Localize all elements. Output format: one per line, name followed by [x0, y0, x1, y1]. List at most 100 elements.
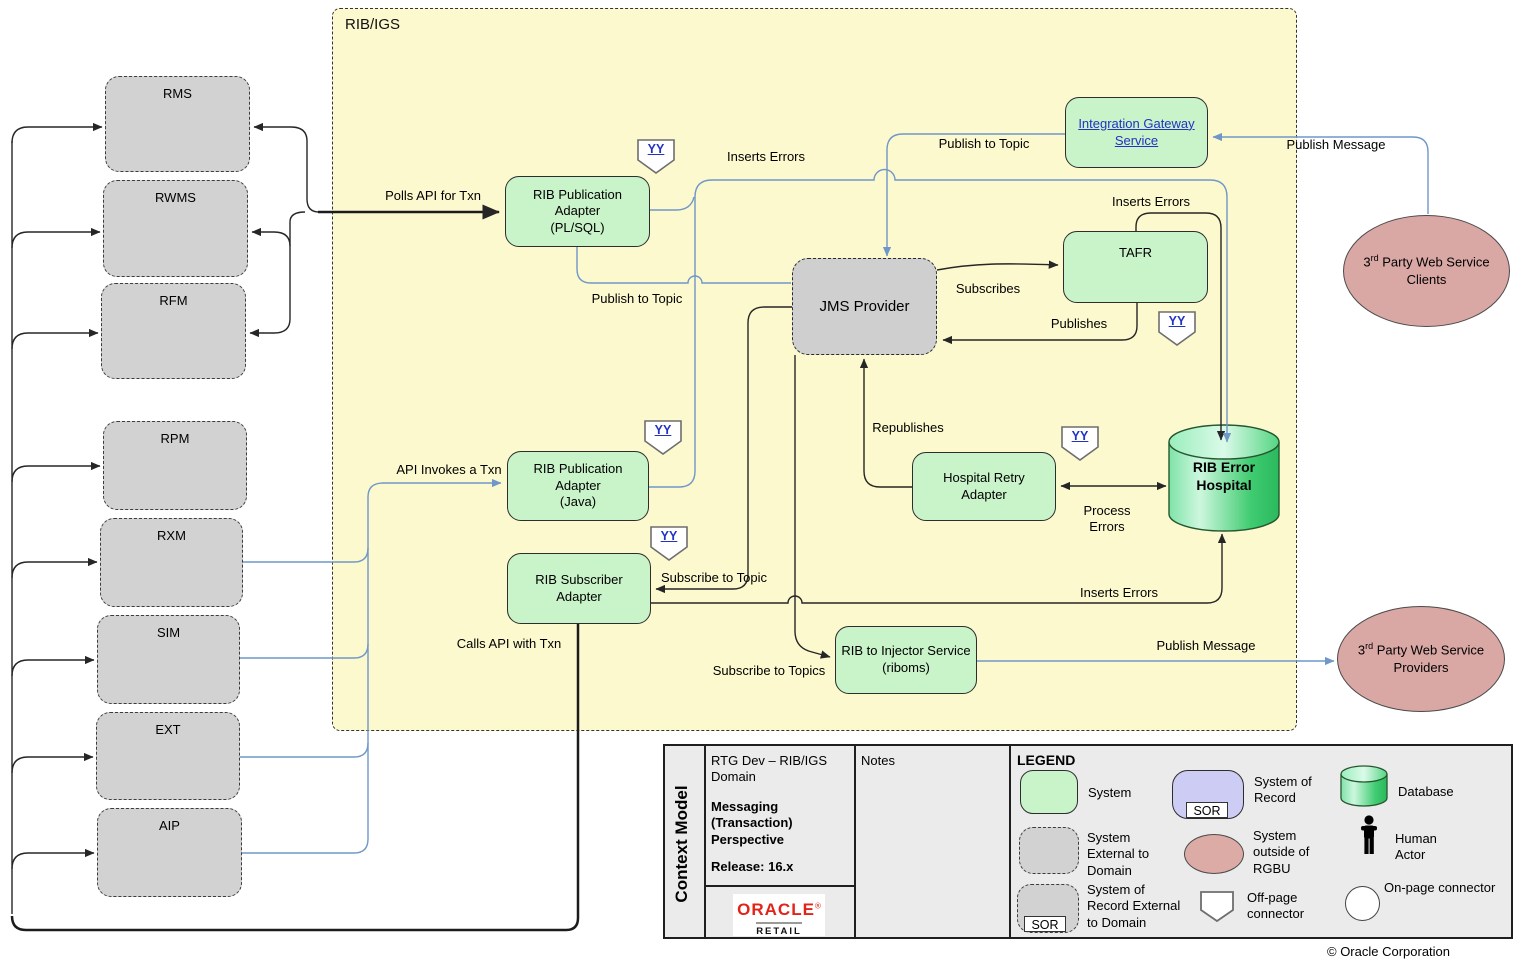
external-system-rms: RMS	[105, 76, 250, 172]
edge-label-publish-message-top: Publish Message	[1286, 137, 1386, 152]
panel-perspective: Messaging (Transaction) Perspective	[711, 799, 793, 847]
legend-human-actor-icon	[1361, 815, 1377, 854]
offpage-connector-tafr: YY	[1158, 311, 1196, 347]
edge-publishes	[942, 303, 1138, 345]
legend-onpage-connector-icon	[1345, 886, 1380, 921]
ellipse-line2: Providers	[1393, 659, 1449, 675]
legend-onpage-connector-label: On-page connector	[1384, 880, 1496, 895]
node-rib-publication-adapter-java: RIB Publication Adapter (Java)	[507, 451, 649, 521]
node-rib-to-injector-service: RIB to Injector Service (riboms)	[835, 626, 977, 694]
edge-label-subscribe-to-topic: Subscribe to Topic	[661, 570, 767, 585]
external-system-label: EXT	[155, 722, 181, 737]
legend-rgbu-label: System outside of RGBU	[1253, 828, 1310, 876]
external-system-label: RMS	[163, 86, 192, 101]
edge-label-api-invokes: API Invokes a Txn	[396, 462, 502, 477]
edge-branch-rfm	[11, 328, 99, 350]
edge-label-inserts-errors-hospital: Inserts Errors	[1079, 585, 1159, 600]
integration-gateway-service-link[interactable]: Integration Gateway Service	[1078, 115, 1195, 148]
edge-republishes	[859, 358, 912, 488]
edge-igs-publish-topic	[882, 133, 1065, 257]
table-divider	[854, 746, 856, 937]
edge-ext-out	[240, 742, 369, 758]
legend-system-label: System	[1088, 785, 1132, 800]
edge-poll-rfm	[249, 318, 291, 338]
legend-database-shape	[1340, 765, 1388, 807]
oracle-retail-logo: ORACLE® RETAIL	[733, 894, 825, 937]
region-title: RIB/IGS	[345, 16, 401, 33]
context-model-title: Context Model	[672, 785, 691, 903]
edge-label-calls-api: Calls API with Txn	[456, 636, 562, 651]
node-tafr: TAFR	[1063, 231, 1208, 303]
edge-subscribes	[936, 260, 1059, 271]
legend-offpage-connector-icon	[1200, 891, 1234, 923]
legend-external-label: System External to Domain	[1087, 830, 1150, 878]
external-system-label: RWMS	[155, 190, 196, 205]
offpage-connector-label[interactable]: YY	[660, 529, 678, 543]
edge-label-republishes: Republishes	[872, 420, 944, 435]
edge-sim-out	[240, 643, 369, 659]
edge-label-polls-api: Polls API for Txn	[385, 188, 481, 203]
external-system-label: RFM	[159, 293, 188, 308]
edge-label-publish-to-topic: Publish to Topic	[591, 291, 683, 306]
offpage-connector-hra: YY	[1061, 426, 1099, 462]
edge-poll-lower-merge	[289, 211, 306, 223]
sor-tag: SOR	[1024, 916, 1066, 932]
external-system-rpm: RPM	[103, 421, 247, 510]
external-system-rfm: RFM	[101, 283, 246, 379]
offpage-connector-label[interactable]: YY	[654, 423, 672, 437]
legend-external-shape	[1019, 827, 1079, 874]
external-system-aip: AIP	[97, 808, 242, 897]
node-hospital-retry-adapter: Hospital Retry Adapter	[912, 452, 1056, 521]
legend-table: Context Model RTG Dev – RIB/IGS Domain M…	[663, 744, 1513, 939]
external-system-label: SIM	[156, 625, 181, 640]
edge-label-publish-message-bottom: Publish Message	[1156, 638, 1256, 653]
table-divider	[704, 746, 706, 937]
legend-system-shape	[1020, 770, 1078, 814]
panel-domain: RTG Dev – RIB/IGS Domain	[711, 753, 828, 785]
ellipse-line2: Clients	[1406, 271, 1447, 287]
edge-label-subscribe-to-topics: Subscribe to Topics	[712, 663, 826, 678]
node-integration-gateway-service[interactable]: Integration Gateway Service	[1065, 97, 1208, 168]
edge-plsql-publish-topic	[576, 247, 791, 284]
table-divider	[1009, 746, 1011, 937]
edge-subscribe-to-topic	[655, 306, 793, 594]
node-third-party-ws-providers: 3rd Party Web Service Providers	[1337, 606, 1505, 712]
offpage-connector-label[interactable]: YY	[647, 142, 665, 156]
edge-label-publishes: Publishes	[1050, 316, 1108, 331]
external-system-ext: EXT	[96, 712, 240, 800]
ellipse-line1: 3rd Party Web Service	[1363, 253, 1490, 270]
offpage-connector-subscriber: YY	[650, 526, 688, 562]
external-system-rxm: RXM	[100, 518, 243, 607]
offpage-connector-java: YY	[644, 420, 682, 456]
external-system-label: RXM	[157, 528, 186, 543]
edge-branch-rxm	[11, 557, 98, 579]
legend-sor-external-shape: SOR	[1017, 884, 1079, 933]
edge-label-publish-to-topic-igs: Publish to Topic	[938, 136, 1030, 151]
external-system-sim: SIM	[97, 615, 240, 704]
external-system-rwms: RWMS	[103, 180, 248, 277]
legend-sor-label: System of Record	[1254, 774, 1312, 806]
node-third-party-ws-clients: 3rd Party Web Service Clients	[1343, 215, 1510, 327]
edge-subscriber-inserts-errors	[651, 533, 1227, 604]
edge-branch-sim	[11, 655, 95, 677]
legend-header: LEGEND	[1017, 752, 1076, 768]
edge-api-invokes	[242, 478, 502, 854]
node-rib-subscriber-adapter: RIB Subscriber Adapter	[507, 553, 651, 624]
edge-branch-rpm	[11, 461, 101, 483]
offpage-connector-label[interactable]: YY	[1071, 429, 1089, 443]
rib-error-hospital-label: RIB Error Hospital	[1192, 459, 1256, 493]
legend-rgbu-shape	[1184, 834, 1244, 874]
edge-calls-api	[10, 624, 580, 932]
offpage-connector-label[interactable]: YY	[1168, 314, 1186, 328]
legend-human-actor-label: Human Actor	[1395, 831, 1437, 863]
legend-sor-shape: SOR	[1172, 770, 1244, 819]
edge-rxm-out	[243, 547, 369, 563]
legend-sor-external-label: System of Record External to Domain	[1087, 882, 1181, 930]
edge-plsql-inserts-merge	[650, 196, 695, 211]
sor-tag: SOR	[1186, 802, 1228, 818]
legend-offpage-connector-label: Off-page connector	[1247, 890, 1305, 922]
edge-branch-ext	[11, 752, 94, 774]
node-jms-provider: JMS Provider	[792, 258, 937, 355]
